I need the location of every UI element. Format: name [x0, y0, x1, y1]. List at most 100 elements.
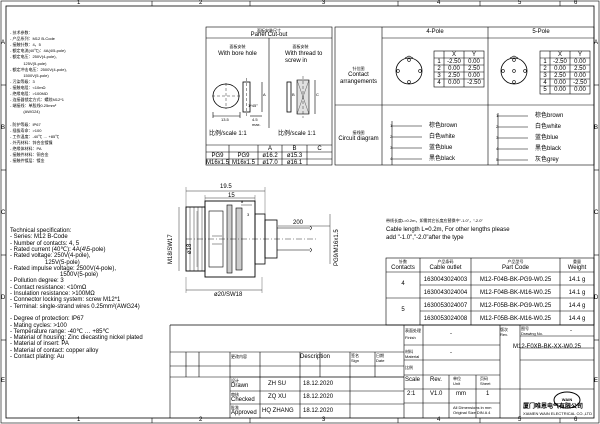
rev-label-en: Rev. — [500, 332, 508, 337]
part-cell: 1630043024004 — [423, 289, 468, 296]
coord-cell: -2.50 — [447, 58, 461, 65]
part-contacts: 5 — [401, 307, 405, 313]
coord-cell: -2.50 — [573, 79, 587, 86]
part-head-cn: 产品型号 — [507, 259, 524, 264]
coord-cell: -2.50 — [467, 79, 481, 86]
frame-col-3-bottom: 3 — [322, 417, 326, 423]
spec-cn-line: - 插拔寿命：>100 — [10, 127, 42, 133]
part-cell: 14.1 g — [568, 289, 586, 296]
panel-dim-c: C — [316, 92, 319, 97]
panel-tbl-r1-c3: ø16.2 — [262, 153, 278, 159]
pole-5-label: 5-Pole — [532, 29, 550, 35]
part-head-cn: 产品条码 — [437, 259, 454, 264]
frame-col-4: 4 — [437, 0, 441, 6]
unit-en: Unit — [453, 381, 461, 386]
frame-col-1: 1 — [77, 0, 81, 6]
spec-cn-line: - 接触件材料：铜合金 — [10, 152, 49, 157]
panel-tbl-r2-c2: M16x1.5 — [231, 160, 255, 166]
unit-cn: 单位 — [453, 376, 461, 381]
spec-en-line: - Connector locking system: screw M12*1 — [10, 297, 121, 304]
date-cn: 日期 — [376, 353, 384, 358]
dim-15: 15 — [228, 193, 235, 199]
coord-cell: 2.50 — [574, 65, 586, 72]
cable-note-cn: 带线长度L=0.2m，如需其它长度应替换中"-1.0"，"-2.0" — [386, 218, 483, 223]
company-logo: WAIN — [561, 397, 573, 402]
panel-scale-left: 比例/scale 1:1 — [209, 131, 247, 137]
dim-19-5: 19.5 — [220, 184, 232, 190]
approved-en: Approved — [231, 410, 257, 416]
circuit-pin: 4 — [496, 146, 499, 151]
part-cell: 1630053024007 — [423, 302, 468, 309]
panel-tbl-r1-c1: PG9 — [211, 153, 224, 159]
frame-row-c-right: C — [594, 210, 599, 216]
spec-cn-line: - 连接器锁定方式：螺纹M12*1 — [10, 97, 65, 103]
coord-cell: 0.00 — [574, 58, 586, 65]
panel-left-cn: 面板安装 — [229, 44, 246, 49]
scale-en: Scale — [405, 377, 421, 383]
material-en: Material — [405, 354, 420, 359]
spec-en-line: - Degree of protection: IP67 — [10, 316, 84, 323]
circuit-pin: 3 — [496, 135, 499, 140]
circuit-wire-label: 蓝色blue — [535, 135, 559, 141]
circuit-wire-label: 白色white — [535, 124, 562, 130]
checked-by: ZQ XU — [268, 394, 287, 400]
company-name-en: XIAMEN WAIN ELECTRICAL CO.,LTD — [523, 411, 592, 416]
frame-row-d: D — [1, 295, 6, 301]
drawn-en: Drawn — [231, 383, 249, 389]
drawn-by: ZH SU — [268, 381, 286, 387]
drawing-no-cn: 图号 — [521, 326, 529, 331]
spec-en-line: 1500V(5-pole) — [10, 272, 99, 279]
coord-cell: 0.00 — [554, 79, 566, 86]
spec-cn-line: (AWG24) — [10, 109, 40, 115]
spec-cn-line: - 污染等级：3 — [10, 78, 35, 84]
panel-tbl-head-c: C — [317, 146, 322, 152]
part-cell: 14.4 g — [568, 302, 586, 309]
frame-col-6: 6 — [574, 0, 578, 6]
panel-tbl-head-a: A — [267, 146, 272, 152]
circuit-pin: 1 — [390, 123, 393, 128]
panel-right-en: With thread to screw in — [285, 51, 323, 64]
spec-en-line: Technical specification: — [10, 228, 72, 234]
frame-row-d-right: D — [594, 295, 599, 301]
frame-col-1-bottom: 1 — [77, 417, 81, 423]
unit-value: mm — [456, 391, 466, 397]
dim-m18-sw17: M18/SW17 — [168, 234, 174, 264]
panel-tbl-r1-c2: PG9 — [237, 153, 250, 159]
frame-col-5: 5 — [518, 0, 522, 6]
circuit-wire-label: 黑色black — [535, 146, 562, 152]
spec-en-line: - Pollution degree: 3 — [10, 278, 64, 285]
panel-dim-13-5: 13.5 — [221, 117, 229, 122]
part-cell: 14.1 g — [568, 276, 586, 283]
panel-tbl-r1-c4: ø15.3 — [286, 153, 303, 159]
coord-cell: 3 — [437, 72, 441, 79]
coord-cell: 0.00 — [554, 86, 566, 93]
part-head-en: Cable outlet — [429, 265, 462, 271]
dim-pg9-m16: PG9/M16x1.5 — [334, 229, 340, 266]
spec-en-line: - Mating cycles: >100 — [10, 322, 67, 329]
spec-cn-line: - 额定电流(40℃)：4A(4\5-pole) — [10, 48, 66, 54]
part-cell: M12-F05B-BK-M16-W0.25 — [479, 315, 552, 322]
approved-date: 18.12.2020 — [303, 408, 334, 414]
spec-cn-line: - 端接线：单股线0.25mm² — [10, 103, 57, 109]
spec-cn-line: - 外壳材料：锌合金镀镍 — [10, 139, 53, 145]
contact-circ-cn: 接线图 — [352, 130, 365, 135]
coord-cell: 2.50 — [448, 72, 460, 79]
spec-en-line: - Number of contacts: 4, 5 — [10, 240, 80, 247]
sheet-value: 1 — [486, 391, 490, 397]
checked-date: 18.12.2020 — [303, 394, 334, 400]
frame-col-2-bottom: 2 — [199, 417, 203, 423]
mm-note-2: Original Size DIN A 4 — [453, 410, 491, 415]
spec-en-line: - Series: M12 B-Code — [10, 234, 68, 241]
scale-value: 2:1 — [407, 391, 416, 397]
spec-en-line: - Material of housing: Zinc diecasting n… — [10, 335, 143, 342]
frame-row-e-right: E — [594, 378, 599, 384]
cable-note-en-1: Cable length L=0.2m, For other lengths p… — [386, 227, 510, 233]
sign-cn: 签名 — [351, 353, 359, 358]
spec-en-line: - Material of insert: PA — [10, 341, 69, 348]
part-head-en: Contacts — [391, 265, 415, 271]
spec-cn-line: - 绝缘电阻：>100MΩ — [10, 91, 48, 96]
panel-left-en: With bore hole — [218, 51, 257, 57]
checked-en: Checked — [231, 397, 255, 403]
panel-tbl-r2-c1: M16x1.5 — [206, 160, 230, 166]
